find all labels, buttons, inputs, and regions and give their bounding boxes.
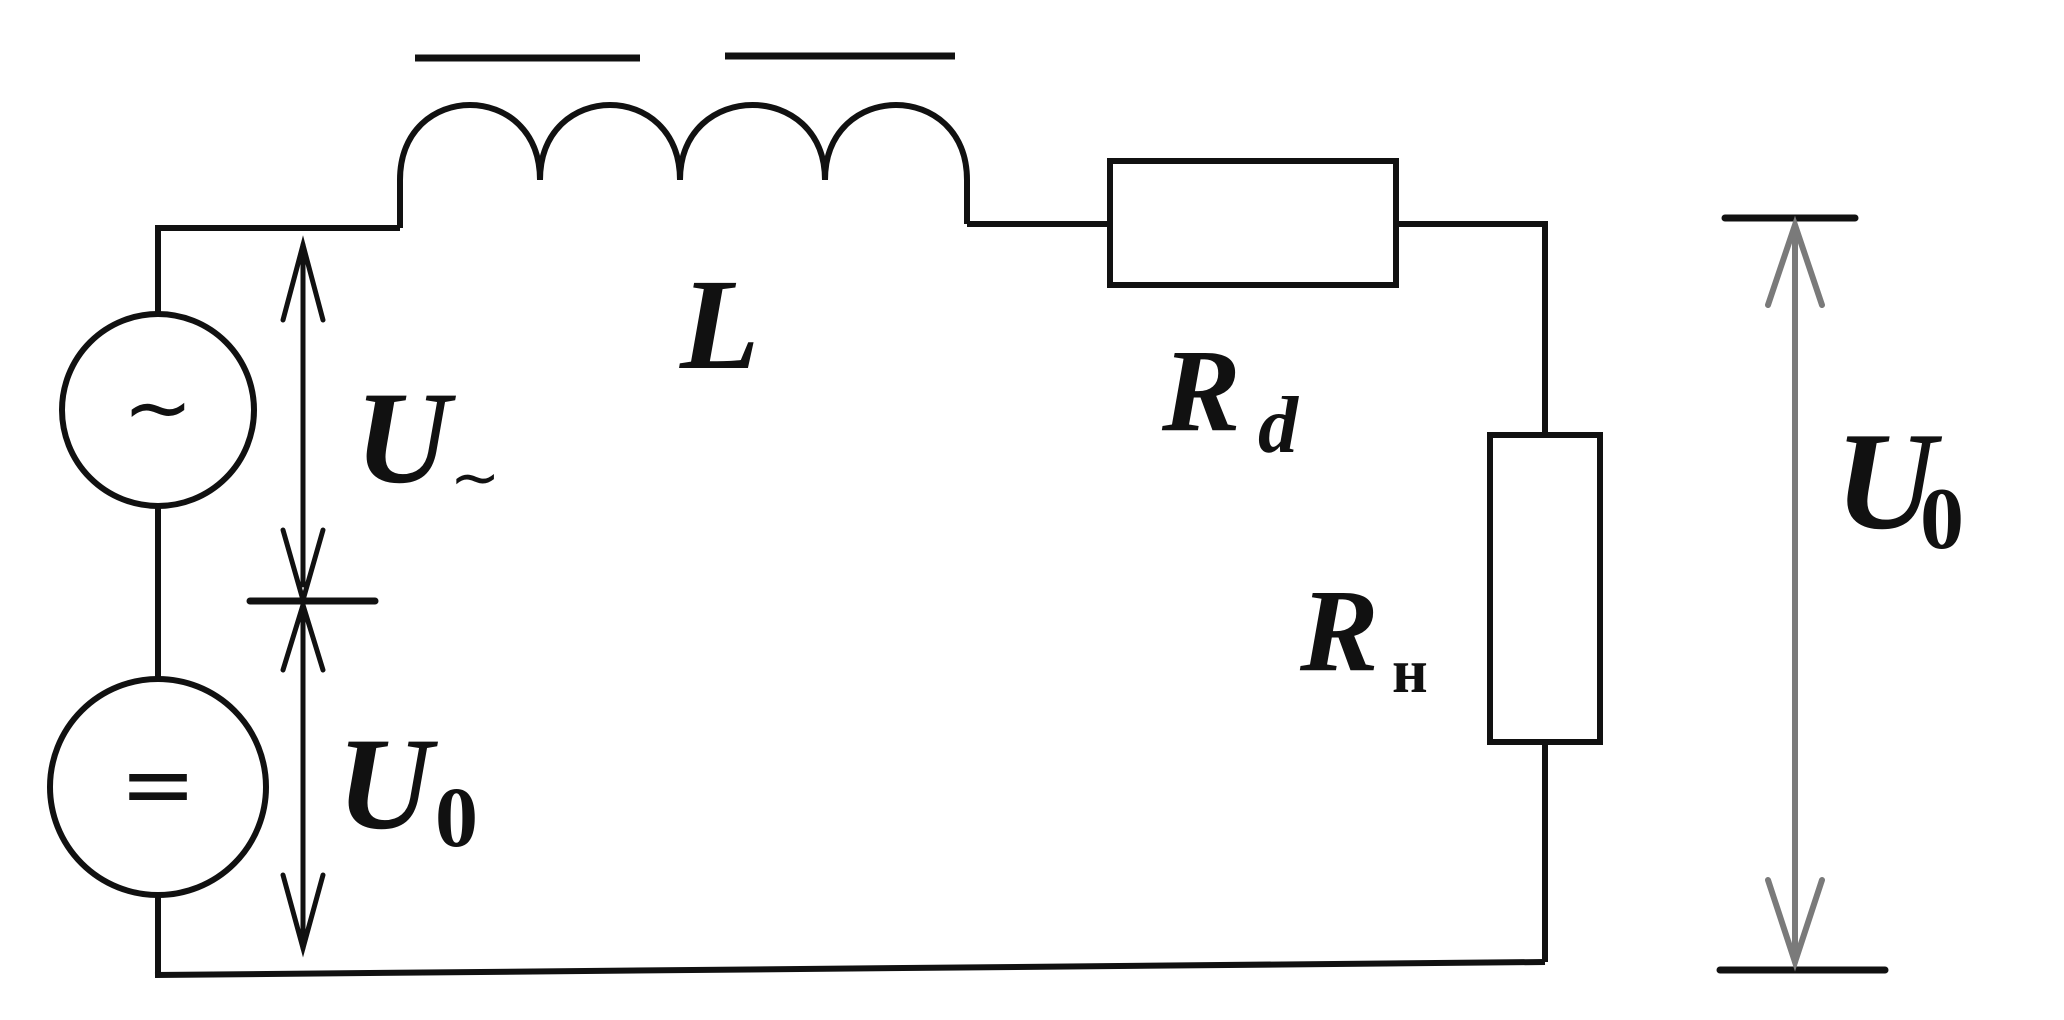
ac-source-circle	[59, 311, 257, 509]
resistor-load-label-sub: н	[1392, 638, 1428, 706]
resistor-rd-label-sub: d	[1258, 382, 1299, 470]
circuit-wires	[154, 221, 1548, 978]
u0-right-arrowhead-top	[1765, 215, 1825, 308]
wire-top-right	[1396, 221, 1548, 435]
inductor-coil	[397, 102, 970, 228]
u0-right-arrowhead-bottom	[1765, 877, 1825, 972]
u0-left-arrowhead-bottom	[280, 872, 326, 958]
resistor-rd	[1107, 158, 1399, 288]
u0-right-label-sub: 0	[1920, 471, 1964, 568]
inductor-label: L	[679, 253, 759, 397]
resistor-load	[1487, 432, 1603, 745]
resistor-load-label: R н	[1299, 565, 1428, 706]
u0-left-label-sub: 0	[435, 769, 478, 865]
inductor	[397, 52, 970, 228]
resistor-rd-label-main: R	[1161, 325, 1241, 456]
resistor-rd-label: R d	[1161, 325, 1299, 470]
u0-left-label-main: U	[337, 710, 438, 857]
dc-source-circle	[47, 676, 269, 898]
resistor-load-label-main: R	[1299, 565, 1379, 696]
u-ac-arrowhead-top	[280, 235, 326, 323]
left-voltage-arrows	[246, 235, 379, 958]
u-ac-label-main: U	[355, 364, 456, 511]
right-voltage-arrow	[1716, 214, 1889, 974]
u-ac-label-sub: ~	[450, 443, 500, 513]
ac-source-symbol: ~	[123, 358, 193, 456]
u-ac-label: U ~	[355, 364, 500, 513]
u0-right-label-main: U	[1835, 404, 1943, 559]
u0-left-label: U 0	[337, 710, 478, 865]
ac-source: ~	[59, 311, 257, 509]
u0-left-arrowhead-top	[280, 596, 326, 673]
dc-source-symbol: =	[119, 731, 196, 838]
wire-bottom	[154, 959, 1546, 978]
dc-source: =	[47, 676, 269, 898]
u0-right-label: U 0	[1835, 404, 1964, 568]
